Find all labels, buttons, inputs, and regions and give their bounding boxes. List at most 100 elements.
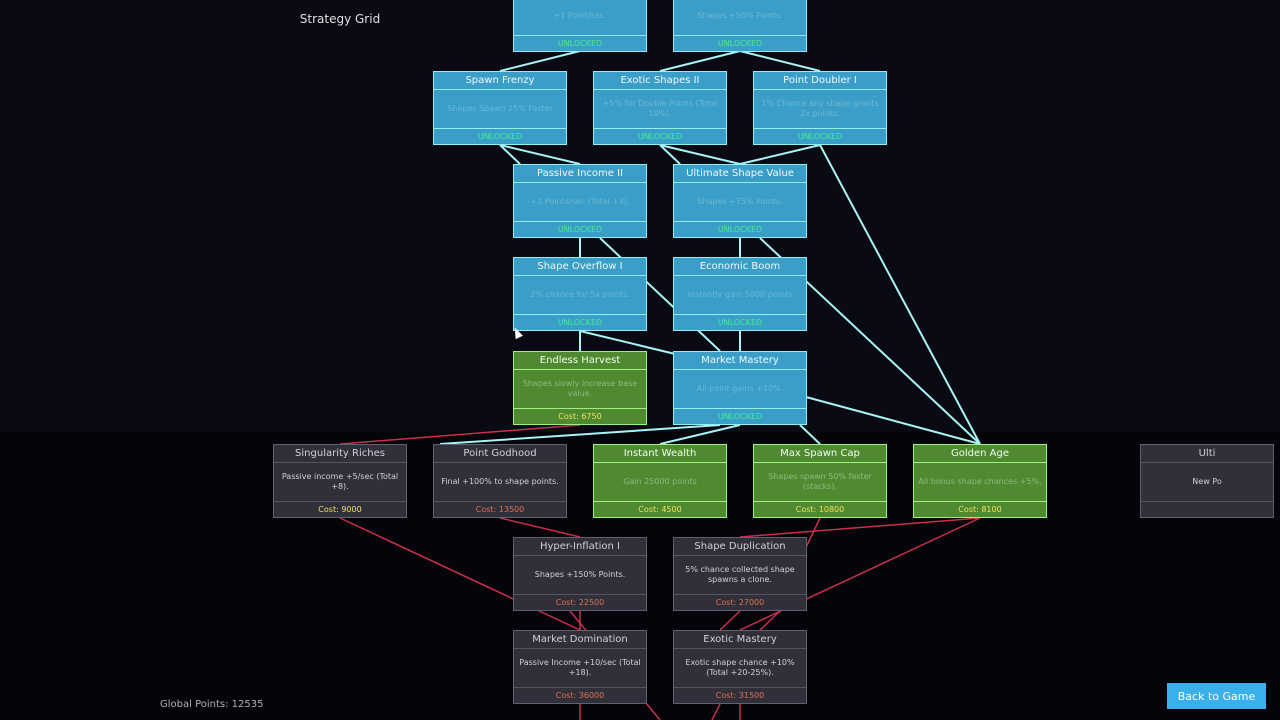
- skill-description: 1% Chance any shape grants 2x points.: [761, 99, 879, 118]
- skill-status: Cost: 31500: [674, 687, 806, 703]
- skill-description: All bonus shape chances +5%.: [918, 477, 1042, 486]
- skill-name: Golden Age: [914, 445, 1046, 463]
- skill-node[interactable]: +1 Point/sec. UNLOCKED: [513, 0, 647, 52]
- skill-name: Exotic Shapes II: [594, 72, 726, 90]
- skill-status: Cost: 22500: [514, 594, 646, 610]
- locked-connection: [759, 610, 781, 631]
- skill-name: Shape Duplication: [674, 538, 806, 556]
- skill-description: Final +100% to shape points.: [441, 477, 559, 486]
- skill-description: Shapes +150% Points.: [534, 570, 626, 579]
- skill-description: +1 Point/sec.: [553, 11, 607, 20]
- skill-status: UNLOCKED: [674, 35, 806, 51]
- skill-name: Spawn Frenzy: [434, 72, 566, 90]
- skill-description: Shapes +50% Points.: [697, 11, 783, 20]
- unlocked-connection: [439, 424, 721, 445]
- unlocked-connection: [799, 424, 821, 445]
- locked-connection: [499, 517, 581, 538]
- skill-node[interactable]: Point Doubler I 1% Chance any shape grant…: [753, 71, 887, 145]
- skill-status: Cost: 13500: [434, 501, 566, 517]
- skill-name: Ultimate Shape Value: [674, 165, 806, 183]
- skill-status: Cost: 27000: [674, 594, 806, 610]
- skill-name: Economic Boom: [674, 258, 806, 276]
- skill-name: Market Domination: [514, 631, 646, 649]
- skill-status: UNLOCKED: [674, 221, 806, 237]
- skill-status: UNLOCKED: [434, 128, 566, 144]
- global-points-counter: Global Points: 12535: [160, 699, 264, 710]
- skill-description: +5% for Double Points (Total 10%).: [602, 99, 718, 118]
- skill-description: 5% chance collected shape spawns a clone…: [685, 565, 795, 584]
- locked-connection: [711, 703, 721, 720]
- skill-name: Ulti: [1141, 445, 1273, 463]
- skill-status: Cost: 36000: [514, 687, 646, 703]
- unlocked-connection: [599, 237, 721, 352]
- skill-status: Cost: 8100: [914, 501, 1046, 517]
- unlocked-connection: [499, 144, 581, 165]
- skill-name: Shape Overflow I: [514, 258, 646, 276]
- skill-name: Max Spawn Cap: [754, 445, 886, 463]
- skill-node[interactable]: Passive Income II+2 Points/sec (Total +3…: [513, 164, 647, 238]
- unlocked-connection: [819, 144, 981, 445]
- unlocked-connection: [499, 50, 581, 72]
- skill-status: UNLOCKED: [754, 128, 886, 144]
- skill-status: UNLOCKED: [674, 408, 806, 424]
- locked-connection: [739, 517, 981, 538]
- skill-description: Shapes +75% Points.: [697, 197, 783, 206]
- locked-connection: [719, 610, 741, 631]
- skill-description: Instantly gain 5000 points: [687, 290, 793, 299]
- unlocked-connection: [659, 144, 681, 165]
- locked-connection: [339, 424, 581, 445]
- skill-status: Cost: 9000: [274, 501, 406, 517]
- skill-name: Instant Wealth: [594, 445, 726, 463]
- skill-node[interactable]: Shape Duplication 5% chance collected sha…: [673, 537, 807, 611]
- skill-status: [1141, 501, 1273, 517]
- skill-name: Exotic Mastery: [674, 631, 806, 649]
- skill-description: Gain 25000 points: [623, 477, 697, 486]
- unlocked-connection: [659, 424, 741, 445]
- skill-status: Cost: 4500: [594, 501, 726, 517]
- skill-description: +2 Points/sec (Total +3).: [530, 197, 630, 206]
- skill-status: UNLOCKED: [514, 314, 646, 330]
- skill-name: Hyper-Inflation I: [514, 538, 646, 556]
- unlocked-connection: [739, 144, 821, 165]
- skill-name: Singularity Riches: [274, 445, 406, 463]
- back-to-game-button[interactable]: Back to Game: [1167, 683, 1266, 709]
- unlocked-connection: [805, 396, 981, 445]
- unlocked-connection: [499, 144, 521, 165]
- skill-node[interactable]: Shapes +50% Points. UNLOCKED: [673, 0, 807, 52]
- unlocked-connection: [739, 50, 821, 72]
- skill-node[interactable]: Exotic Shapes II +5% for Double Points (T…: [593, 71, 727, 145]
- skill-description: 2% chance for 5x points.: [530, 290, 630, 299]
- skill-node[interactable]: Shape Overflow I 2% chance for 5x points.…: [513, 257, 647, 331]
- skill-name: Point Godhood: [434, 445, 566, 463]
- skill-name: Point Doubler I: [754, 72, 886, 90]
- unlocked-connection: [659, 50, 741, 72]
- skill-description: Passive income +5/sec (Total +8).: [281, 472, 399, 491]
- skill-node[interactable]: Hyper-Inflation I Shapes +150% Points. Cos…: [513, 537, 647, 611]
- locked-connection: [339, 517, 581, 631]
- skill-description: New Po: [1192, 477, 1222, 486]
- skill-name: Market Mastery: [674, 352, 806, 370]
- skill-description: Exotic shape chance +10% (Total +20-25%)…: [685, 658, 795, 677]
- skill-description: Shapes Spawn 25% Faster: [447, 104, 553, 113]
- skill-status: UNLOCKED: [674, 314, 806, 330]
- skill-status: Cost: 10800: [754, 501, 886, 517]
- skill-status: UNLOCKED: [514, 35, 646, 51]
- skill-description: Shapes spawn 50% faster (stacks).: [768, 472, 872, 491]
- skill-description: All point gains +10%.: [696, 384, 784, 393]
- skill-status: UNLOCKED: [514, 221, 646, 237]
- skill-name: Endless Harvest: [514, 352, 646, 370]
